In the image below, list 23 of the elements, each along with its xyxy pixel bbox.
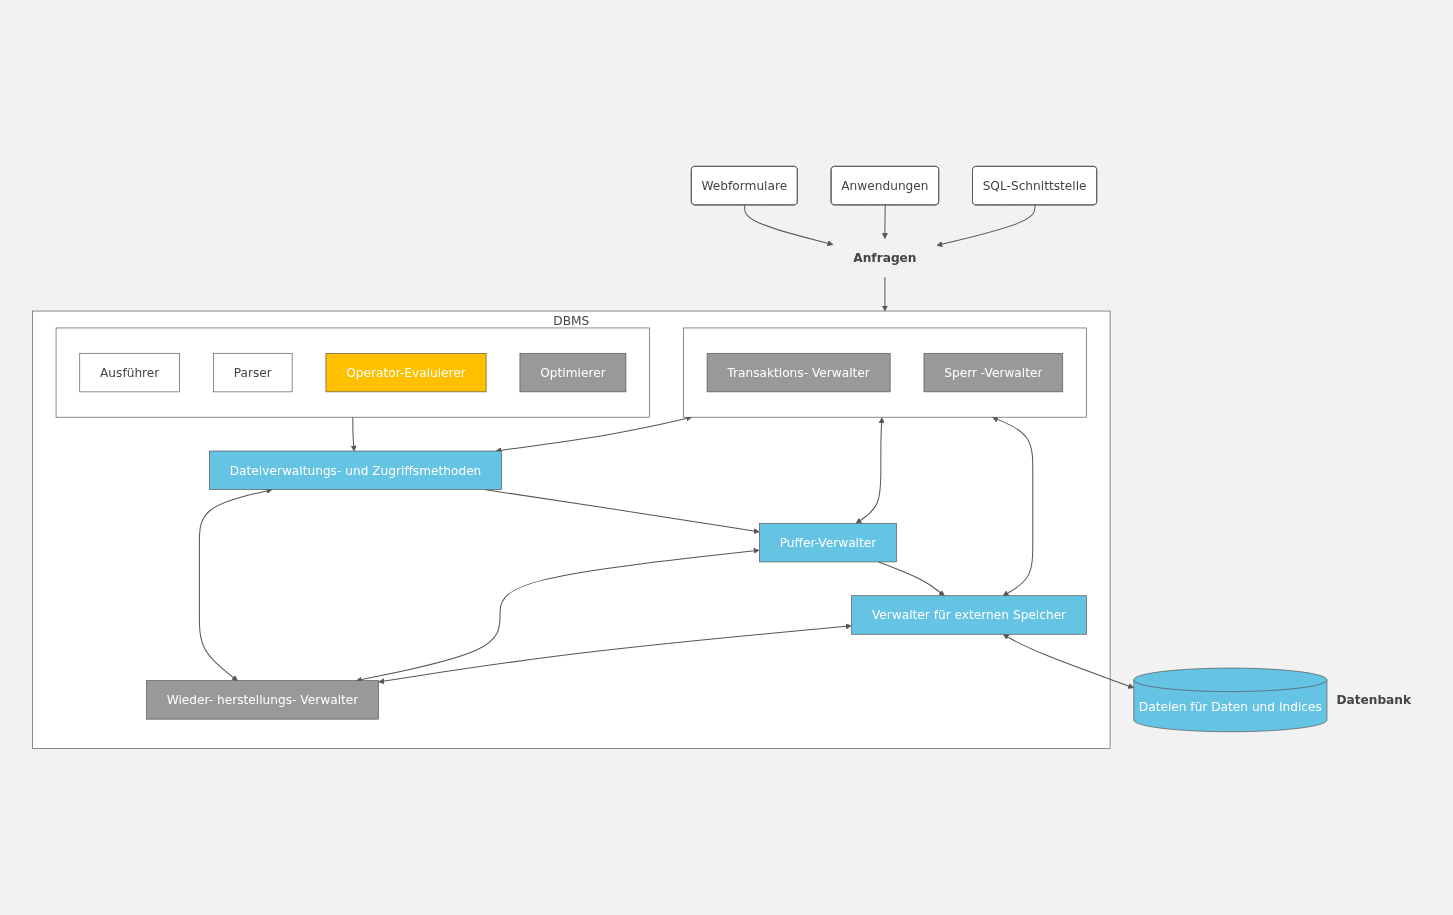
cluster (682, 327, 1087, 418)
arrow (991, 416, 1033, 596)
node-box: Sperr -Verwalter (923, 352, 1063, 393)
node-box: Optimierer (519, 352, 626, 393)
node-box: Wieder- herstellungs- Verwalter (145, 680, 379, 720)
node-box: Operator-Evaluierer (325, 352, 486, 393)
arrow (936, 204, 1035, 248)
arrow (377, 623, 852, 685)
node-text: Anfragen (852, 250, 917, 266)
node-box: Dateiverwaltungs- und Zugriffsmethoden (208, 450, 502, 490)
arrow (855, 417, 885, 524)
node-box: Verwalter für externen Speicher (850, 595, 1087, 635)
arrow (743, 204, 833, 247)
node-caption: Datenbank (1335, 692, 1411, 707)
arrow (350, 416, 357, 452)
node-box: Transaktions- Verwalter (706, 352, 890, 393)
cluster (55, 327, 650, 418)
arrow (881, 276, 888, 312)
node-box: Puffer-Verwalter (758, 523, 897, 563)
arrow (881, 204, 888, 239)
arrow (1002, 634, 1134, 689)
node-box: Ausführer (78, 352, 180, 393)
node-box: Parser (212, 352, 292, 393)
